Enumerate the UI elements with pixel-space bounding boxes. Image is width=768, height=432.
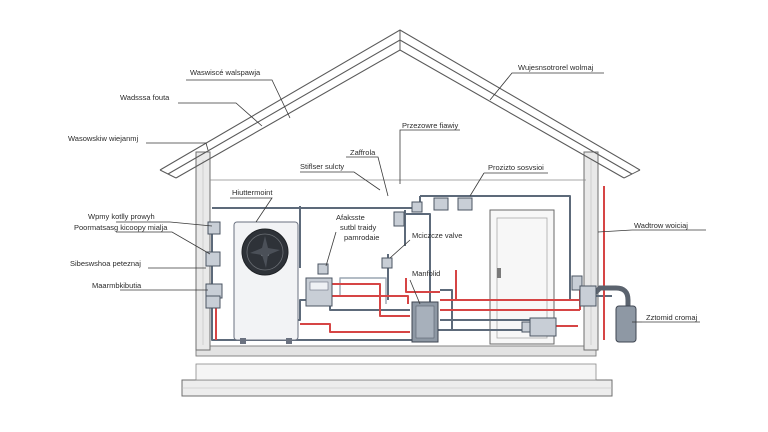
- expansion-vessel: [579, 285, 637, 343]
- label-pipe-fitting: Przezowre fiawiy: [402, 121, 459, 130]
- foundation: [181, 363, 613, 397]
- label-sensor-unit: Stiflser sulcty: [300, 162, 344, 171]
- flow-pipes: [215, 186, 605, 340]
- roof: [159, 29, 641, 181]
- label-hot-water-unit: Hiuttermoint: [232, 188, 273, 197]
- manifold-unit: [411, 301, 439, 343]
- label-electric-heater: Afaksste: [336, 213, 365, 222]
- label-electric-heater-2: sutbl traidy: [340, 223, 377, 232]
- label-floor-pipes: Maarmbkibutia: [92, 281, 142, 290]
- label-manifold: Manfolid: [412, 269, 440, 278]
- label-heat-pump-left-2: Poormatsasg kicoopy mialja: [74, 223, 168, 232]
- mixing-block: [529, 317, 557, 337]
- label-floor-heating: Sibeswshoa peteznaj: [70, 259, 141, 268]
- label-door-side: Wadtrow woiciaj: [634, 221, 688, 230]
- label-ventilation-top: Wujesnsotrorel wolmaj: [518, 63, 594, 72]
- leader-lines: [116, 72, 706, 323]
- controller-box: [305, 277, 333, 307]
- pipe-fittings: [205, 197, 583, 333]
- outdoor-unit: [233, 221, 299, 344]
- label-heat-pump-left: Wpmy kotlly prowyh: [88, 212, 155, 221]
- label-pressure-gauge: Prozizto sosvsioi: [488, 163, 544, 172]
- label-expansion-vessel: Zztomid cromaj: [646, 313, 698, 322]
- label-buffer-tank: Zaffrola: [350, 148, 376, 157]
- label-attic-space: Wasowskiw wiejanmj: [68, 134, 138, 143]
- label-electric-heater-3: pamrodaie: [344, 233, 379, 242]
- label-mixing-valve: Mciczcze valve: [412, 231, 462, 240]
- floor-slab: [195, 345, 597, 357]
- label-roof-insulation: Waswiscé walspawja: [190, 68, 261, 77]
- label-heat-source: Wadsssa fouta: [120, 93, 170, 102]
